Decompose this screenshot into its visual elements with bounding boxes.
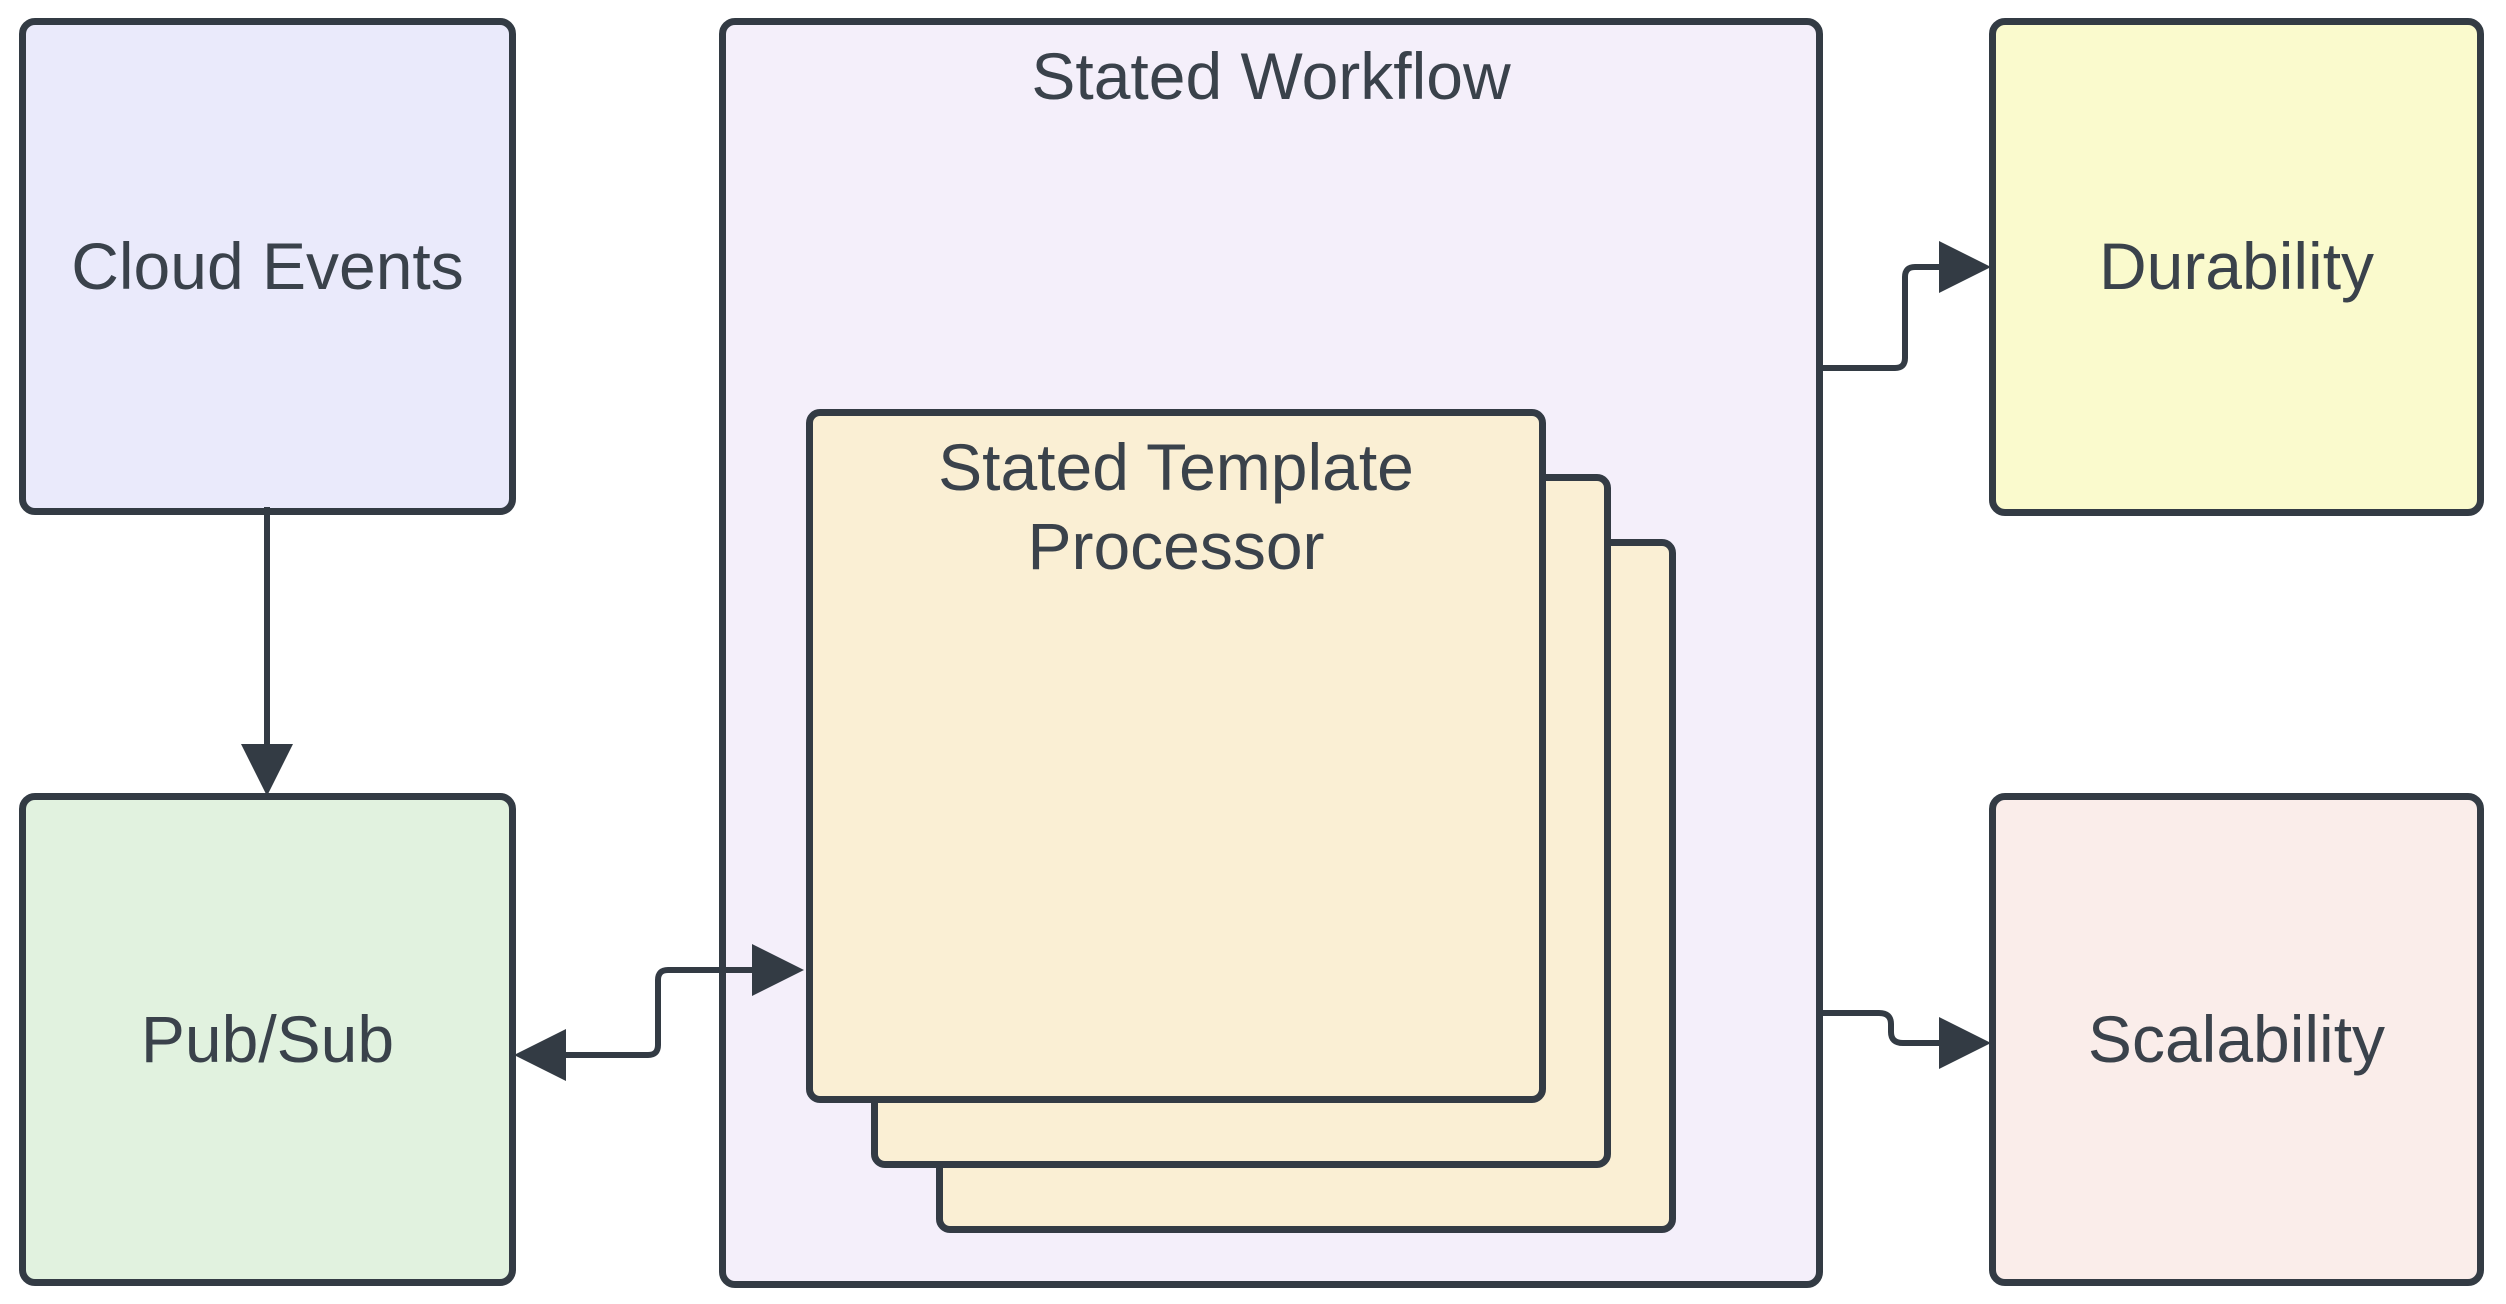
node-template-processor-label: Stated Template Processor — [938, 430, 1414, 584]
node-template-processor: Stated Template Processor — [806, 409, 1546, 1103]
node-durability: Durability — [1989, 18, 2484, 516]
arrowhead-left-icon — [514, 1029, 566, 1081]
arrowhead-right-icon — [1939, 241, 1991, 293]
node-scalability: Scalability — [1989, 793, 2484, 1286]
node-scalability-label: Scalability — [2087, 1001, 2386, 1076]
connector-workflow-to-scalability — [1819, 1010, 1991, 1069]
node-pubsub-label: Pub/Sub — [140, 1001, 395, 1076]
connector-workflow-to-durability — [1819, 241, 1991, 371]
node-durability-label: Durability — [2098, 229, 2375, 304]
connector-cloudevents-to-pubsub — [241, 507, 293, 796]
node-stated-workflow-label: Stated Workflow — [1031, 39, 1511, 113]
node-cloud-events: Cloud Events — [19, 18, 516, 515]
node-pubsub: Pub/Sub — [19, 793, 516, 1286]
connector-line — [1819, 1010, 1940, 1046]
arrowhead-down-icon — [241, 744, 293, 796]
node-cloud-events-label: Cloud Events — [71, 228, 464, 303]
connector-line — [1819, 264, 1940, 371]
arrowhead-right-icon — [1939, 1017, 1991, 1069]
